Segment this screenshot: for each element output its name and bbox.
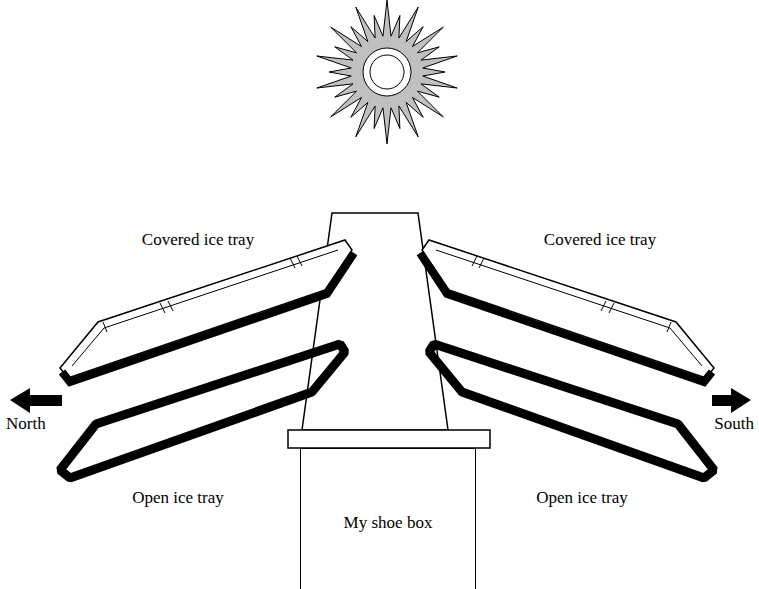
direction-label: South bbox=[714, 415, 754, 434]
cover-rim bbox=[436, 250, 702, 366]
south-arrow bbox=[712, 388, 751, 413]
box-label: My shoe box bbox=[344, 513, 433, 533]
cover-tick bbox=[479, 258, 484, 268]
ice-trays bbox=[60, 240, 714, 478]
cover-tick bbox=[297, 256, 302, 266]
sun-symbol bbox=[317, 0, 457, 144]
cover-tick bbox=[601, 301, 606, 311]
tray-label: Covered ice tray bbox=[142, 231, 254, 250]
direction-label: North bbox=[6, 415, 46, 434]
tray-base bbox=[62, 253, 354, 382]
box-lid bbox=[288, 430, 490, 448]
tray-label: Covered ice tray bbox=[544, 231, 656, 250]
shoe-box: My shoe box bbox=[300, 448, 476, 589]
sun-rays bbox=[317, 0, 457, 144]
cover-tick bbox=[609, 303, 614, 313]
tray-base bbox=[420, 253, 712, 382]
cover-tick bbox=[168, 301, 173, 311]
tray-label: Open ice tray bbox=[132, 489, 224, 508]
sun-disc bbox=[363, 48, 411, 96]
sun-inner bbox=[370, 55, 404, 89]
cover-rim bbox=[72, 250, 338, 366]
cover-tick bbox=[160, 303, 165, 313]
cover-tick bbox=[103, 322, 107, 332]
cover-tick bbox=[290, 258, 295, 268]
cover-tick bbox=[667, 322, 671, 332]
cover-tick bbox=[472, 256, 477, 266]
tray-label: Open ice tray bbox=[536, 489, 628, 508]
north-arrow bbox=[10, 388, 62, 413]
